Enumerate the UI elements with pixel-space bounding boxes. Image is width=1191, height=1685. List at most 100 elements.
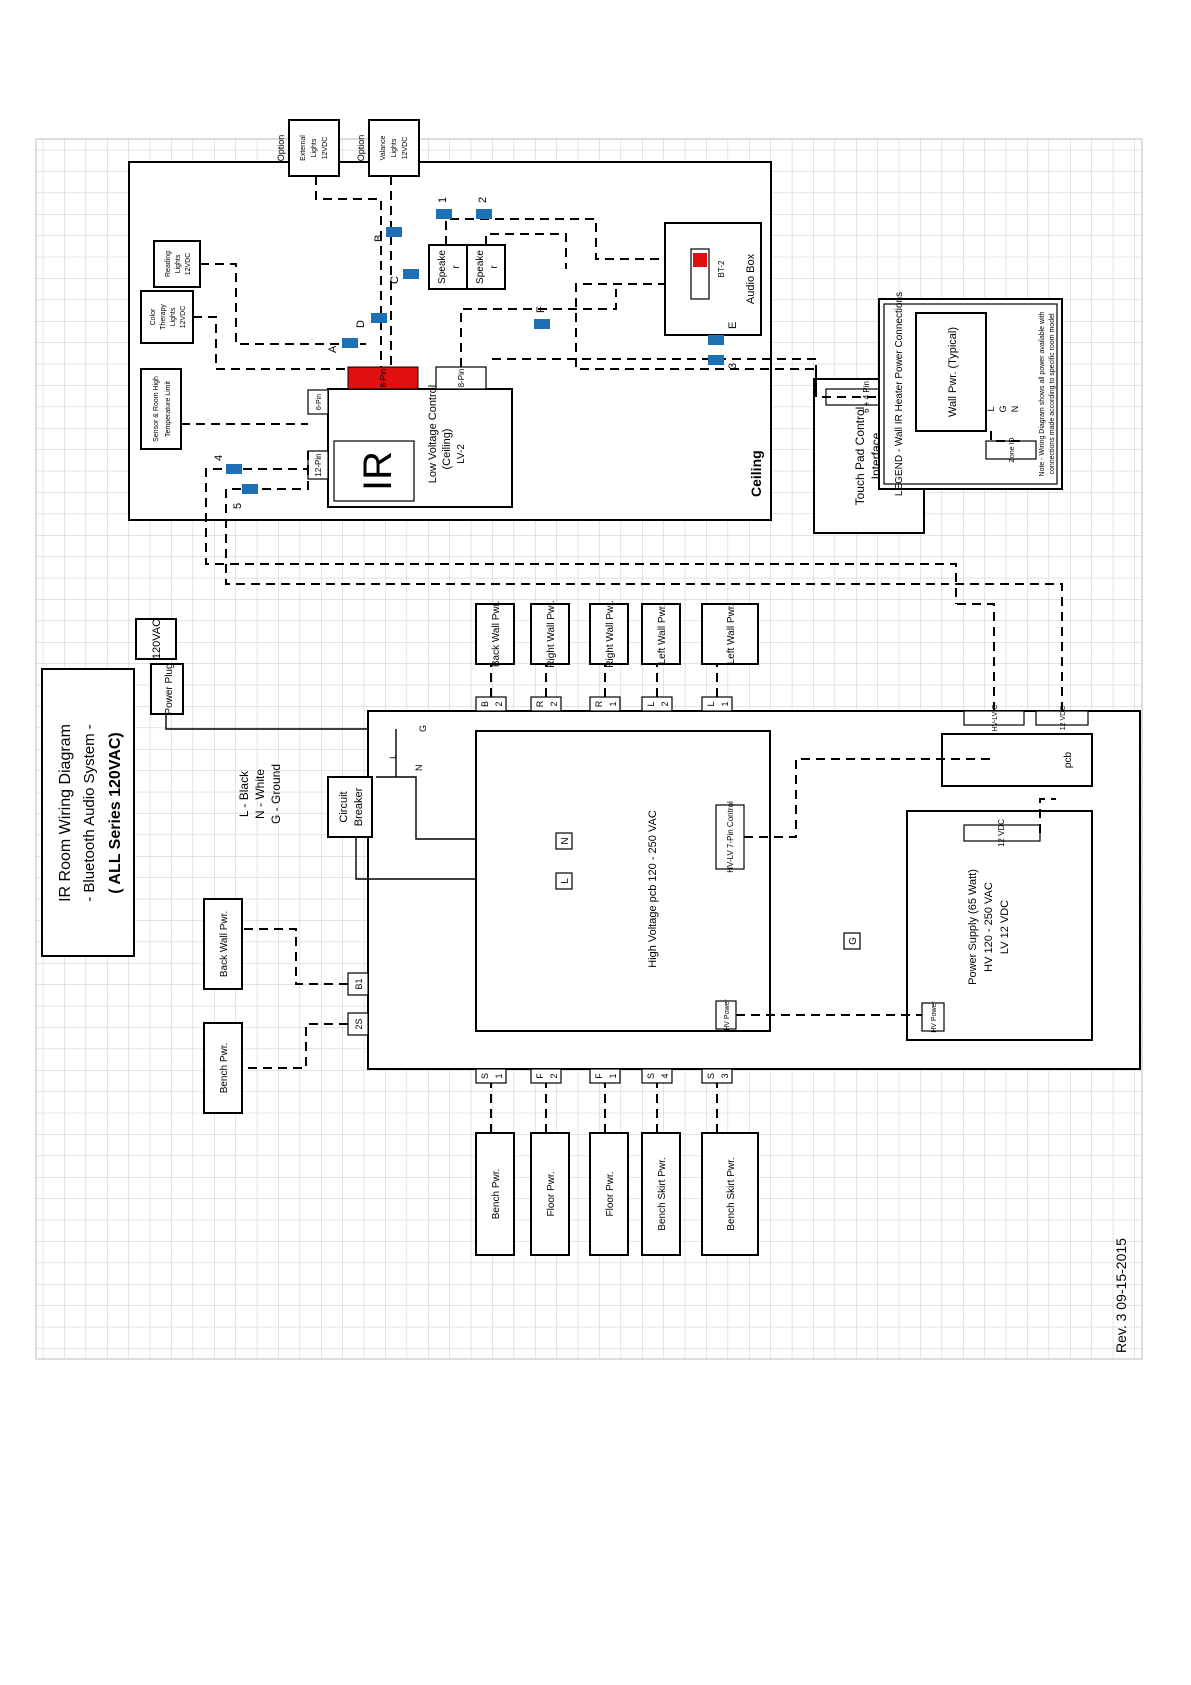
left-back-wall-box <box>203 898 243 990</box>
wire-touch-e <box>575 283 906 398</box>
term-f1-c2: 1 <box>608 1073 618 1078</box>
lv-control-l2: (Ceiling) <box>441 429 453 470</box>
vac-label: 120VAC <box>151 619 163 659</box>
wire-touch-3 <box>486 358 817 389</box>
term-r2-c2: 2 <box>549 701 559 706</box>
title-line1: IR Room Wiring Diagram <box>57 724 74 902</box>
valance-lights-box <box>368 119 420 177</box>
floor-box-s1-label: Bench Pwr. <box>491 1169 502 1220</box>
external-l1: External <box>300 135 307 161</box>
lv-control-l1: Low Voltage Control <box>427 385 439 483</box>
ps-hv-label: HV Power <box>931 1001 938 1033</box>
pin-6-label: 6-Pin <box>316 394 323 410</box>
wire-reading <box>200 263 366 345</box>
touch-pad-l1: Touch Pad Control <box>853 407 867 506</box>
legend-title: LEGEND - Wall IR Heater Power Connection… <box>894 292 905 496</box>
wire-legend-n: N - White <box>253 769 267 819</box>
n-terminal-label: N <box>560 837 571 844</box>
floor-box-s1 <box>475 1132 515 1256</box>
connector-2-label: 2 <box>477 197 489 203</box>
wall-box-r2 <box>530 603 570 665</box>
left-bench-box <box>203 1022 243 1114</box>
color-therapy-l1: Color <box>150 308 157 325</box>
b1-label: B1 <box>354 978 364 989</box>
hv-lv-c-label: HV-LV C <box>992 705 999 732</box>
left-bench-wire <box>242 1023 348 1069</box>
term-b2-c1: B <box>480 701 490 707</box>
floor-box-f2 <box>530 1132 570 1256</box>
pin-red-box <box>347 366 419 390</box>
floor-box-s4 <box>641 1132 681 1256</box>
term-f2-c2: 2 <box>549 1073 559 1078</box>
term-s1-c2: 1 <box>494 1073 504 1078</box>
top-wall-boxes: Back Wall Pwr. Right Wall Pwr. Right Wal… <box>475 600 759 668</box>
connector-a <box>342 338 358 348</box>
ceiling-label: Ceiling <box>748 450 764 497</box>
connector-c <box>403 269 419 279</box>
touch-pad-pin-label: 6 + 4 Pin <box>862 381 871 413</box>
l-terminal-label: L <box>560 878 571 884</box>
wire-legend-l: L - Black <box>237 770 251 817</box>
audio-box-label: Audio Box <box>745 253 757 304</box>
speaker-1-l2: r <box>451 265 462 269</box>
hv-lv-control-label: HV-LV 7-Pin Control <box>726 801 735 873</box>
connector-e-label: E <box>727 322 739 329</box>
s2-label: 2S <box>354 1018 364 1029</box>
floor-box-s4-label: Bench Skirt Pwr. <box>657 1157 668 1230</box>
bt2-label: BT-2 <box>717 260 726 277</box>
external-option: Option <box>276 135 286 162</box>
ceiling-box <box>128 161 772 521</box>
legend-l: L <box>986 406 996 411</box>
circuit-breaker-l2: Breaker <box>353 787 365 826</box>
term-b2-c2: 2 <box>494 701 504 706</box>
legend-wire <box>990 431 1026 442</box>
floor-box-s3 <box>701 1132 759 1256</box>
connector-b-label: B <box>373 235 385 242</box>
reading-l2: Lights <box>175 254 182 273</box>
lv-control-l3: LV-2 <box>456 444 467 464</box>
pin-12-label: 12-Pin <box>314 453 323 476</box>
connector-b <box>386 227 402 237</box>
revision-text: Rev. 3 09-15-2015 <box>1113 1238 1129 1353</box>
term-r2-c1: R <box>535 700 545 707</box>
power-plug-label: Power Plug <box>164 663 175 714</box>
floor-box-s3-label: Bench Skirt Pwr. <box>726 1157 737 1230</box>
term-s4-c1: S <box>646 1073 656 1079</box>
external-lights-box <box>288 119 340 177</box>
connector-3-label: 3 <box>727 363 739 369</box>
connector-f <box>534 319 550 329</box>
pin-6-box <box>307 389 329 415</box>
wire-8pin <box>460 289 617 367</box>
bt2-indicator <box>693 253 707 267</box>
hv-pcb-label: High Voltage pcb 120 - 250 VAC <box>647 810 659 968</box>
term-s3-c1: S <box>706 1073 716 1079</box>
title-line3: ( ALL Series 120VAC) <box>107 732 124 894</box>
color-therapy-l2: Therapy <box>160 304 167 330</box>
reading-l3: 12VDC <box>185 253 192 276</box>
connector-d-label: D <box>355 320 367 328</box>
connector-5-label: 5 <box>232 503 244 509</box>
title-box <box>41 668 135 957</box>
floor-box-f1-label: Floor Pwr. <box>605 1171 616 1216</box>
ps-12vdc-label: 12 VDC <box>997 819 1006 847</box>
wire-speaker2 <box>485 233 567 269</box>
wire-legend-g: G - Ground <box>269 764 283 824</box>
ps-l3: LV 12 VDC <box>999 900 1011 954</box>
valance-l3: 12VDC <box>402 137 409 160</box>
g-terminal <box>843 932 861 950</box>
valance-option: Option <box>356 135 366 162</box>
speaker-2-l2: r <box>489 265 500 269</box>
wall-box-l1-label: Left Wall Pwr. <box>726 604 737 665</box>
floor-box-f2-label: Floor Pwr. <box>546 1171 557 1216</box>
vac-box <box>135 618 177 660</box>
left-back-wall-label: Back Wall Pwr. <box>219 911 230 977</box>
g-terminal-label: G <box>848 937 859 945</box>
pcb-label: pcb <box>1063 752 1074 769</box>
hv-lv-link <box>744 758 996 838</box>
external-l3: 12VDC <box>322 137 329 160</box>
wire-color <box>193 316 348 370</box>
external-l2: Lights <box>311 138 318 157</box>
term-l1-c2: 1 <box>720 701 730 706</box>
term-r1-c1: R <box>594 700 604 707</box>
connector-d <box>371 313 387 323</box>
